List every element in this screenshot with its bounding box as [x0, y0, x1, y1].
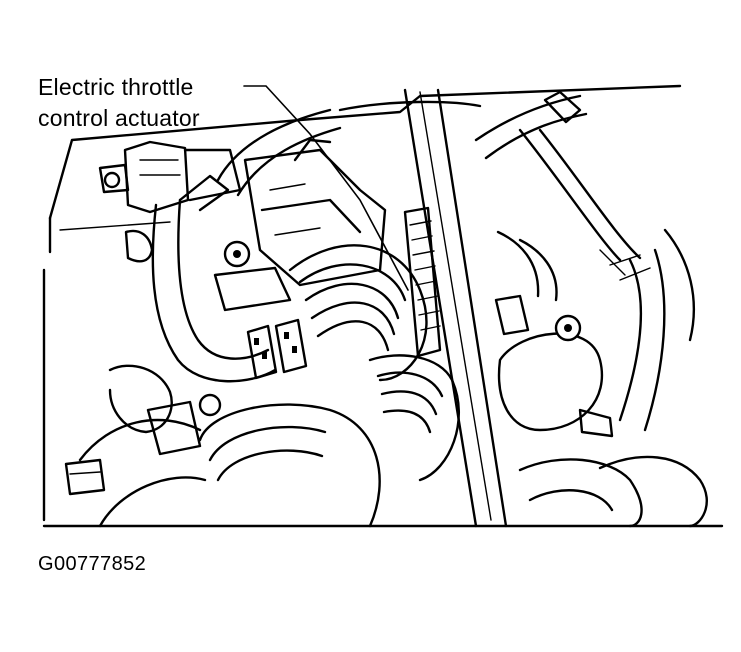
right-hose-bundle	[474, 90, 696, 432]
sensor	[64, 458, 106, 496]
air-intake-duct	[288, 244, 461, 482]
air-cleaner-hose	[78, 364, 381, 528]
vacuum-hose-left	[124, 174, 277, 383]
lower-right-hose	[518, 455, 708, 528]
fuel-injector	[98, 140, 242, 214]
harness-connector	[403, 206, 442, 358]
reservoir	[494, 230, 614, 438]
figure-id: G00777852	[38, 553, 147, 575]
callout-label-line1: Electric throttle	[38, 74, 194, 100]
engine-cover-panel	[42, 84, 682, 522]
callout-label: Electric throttle control actuator	[38, 72, 200, 134]
strut-bar	[403, 88, 508, 528]
callout-leader-line	[243, 85, 409, 291]
coolant-hose-top	[216, 100, 482, 197]
hose-clamp	[246, 318, 308, 380]
callout-label-line2: control actuator	[38, 105, 200, 131]
